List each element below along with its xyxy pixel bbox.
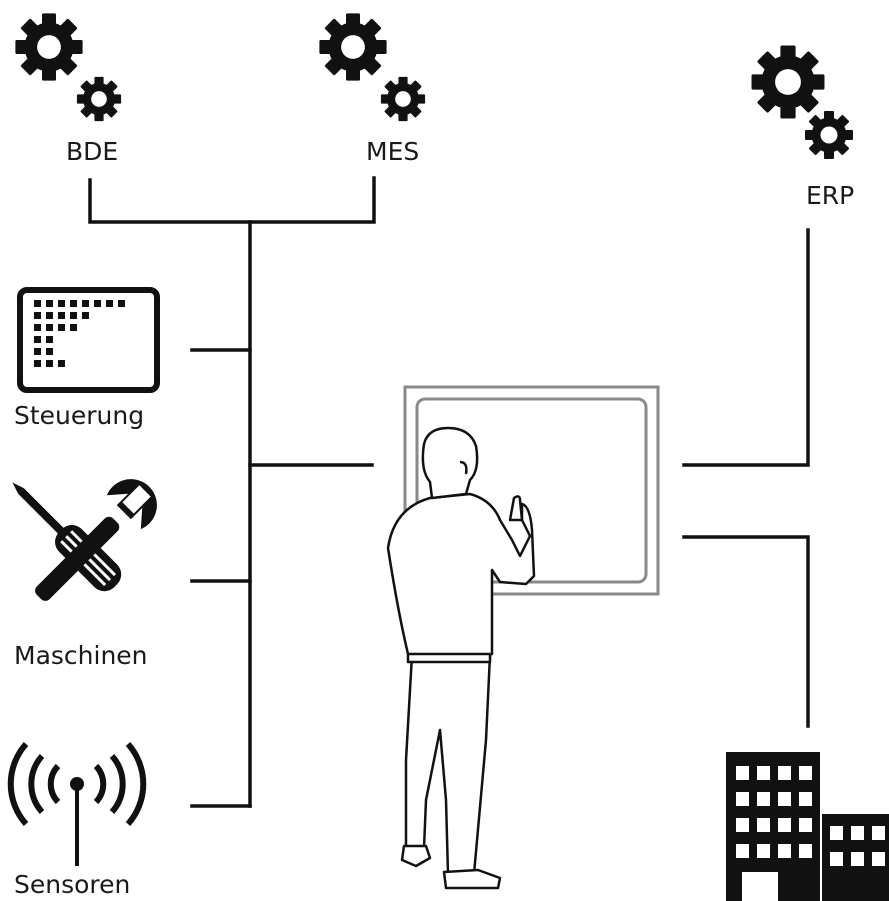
steuerung-label: Steuerung — [14, 401, 144, 430]
erp-label: ERP — [806, 181, 854, 210]
left-bus-lines — [88, 176, 376, 808]
building-icon — [726, 752, 889, 901]
control-panel-icon — [17, 287, 160, 393]
maschinen-label: Maschinen — [14, 641, 148, 670]
bde-gears-icon — [15, 13, 122, 122]
mes-label: MES — [366, 137, 419, 166]
operator-person-icon — [386, 426, 536, 890]
wireless-sensor-icon — [7, 742, 147, 866]
sensoren-label: Sensoren — [14, 870, 130, 899]
right-lines — [682, 228, 810, 728]
bde-label: BDE — [66, 137, 118, 166]
erp-gears-icon — [751, 45, 853, 159]
mes-gears-icon — [319, 13, 426, 122]
wrench-screwdriver-icon — [12, 479, 157, 601]
